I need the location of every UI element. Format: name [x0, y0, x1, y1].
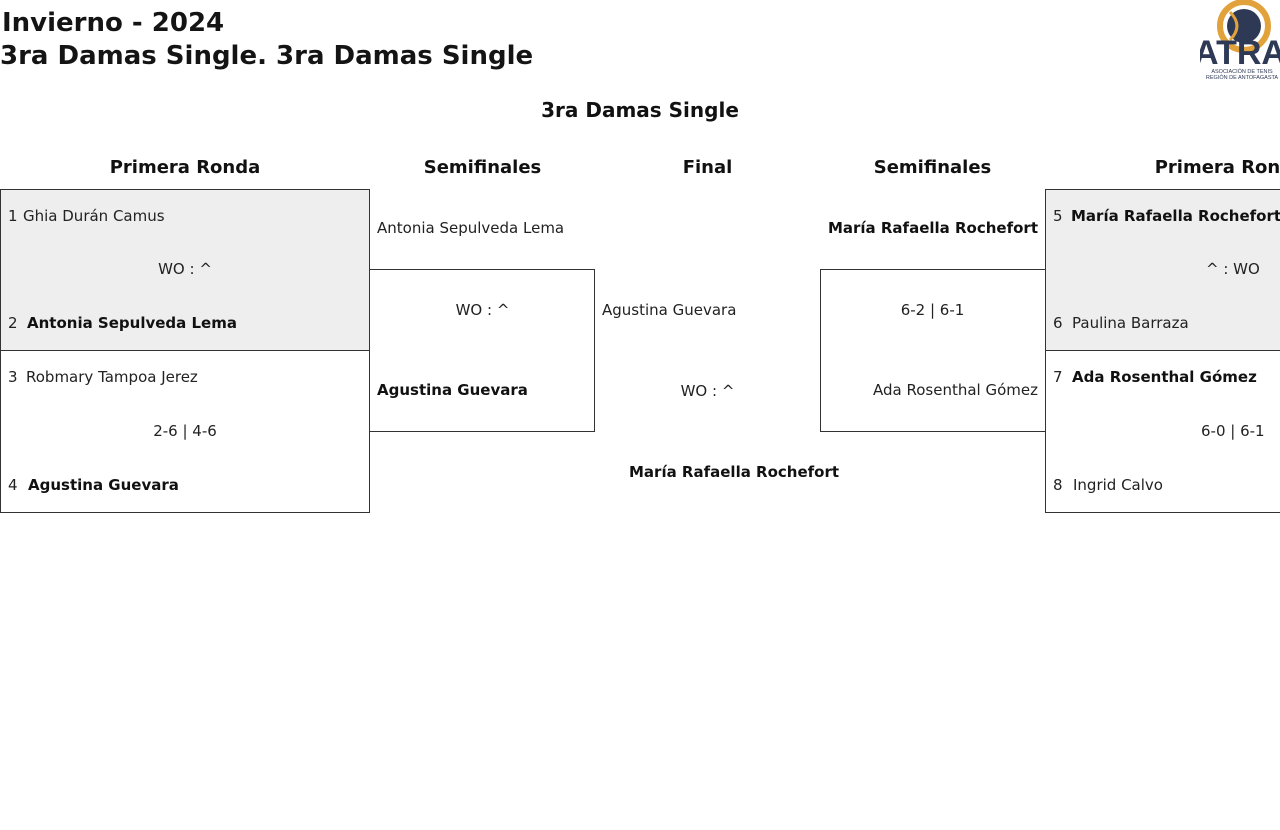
- player-name[interactable]: Antonia Sepulveda Lema: [377, 219, 565, 237]
- player-seed: 1: [8, 207, 18, 225]
- svg-text:REGIÓN DE ANTOFAGASTA: REGIÓN DE ANTOFAGASTA: [1206, 74, 1279, 81]
- svg-text:ASOCIACIÓN DE TENIS: ASOCIACIÓN DE TENIS: [1211, 68, 1273, 75]
- player-name[interactable]: Paulina Barraza: [1072, 314, 1189, 332]
- player-name[interactable]: Ingrid Calvo: [1073, 476, 1163, 494]
- player-seed: 8: [1053, 476, 1063, 494]
- player-seed: 2: [8, 314, 18, 332]
- match-box-left-semi[interactable]: [369, 269, 595, 432]
- atra-logo: ATRA ASOCIACIÓN DE TENIS REGIÓN DE ANTOF…: [1194, 0, 1280, 82]
- player-name-winner[interactable]: María Rafaella Rochefort: [827, 219, 1038, 237]
- event-title: Invierno - 2024: [2, 8, 225, 38]
- player-seed: 4: [8, 476, 18, 494]
- match-box-left-1[interactable]: [0, 189, 370, 351]
- round-header-right-semi: Semifinales: [873, 157, 992, 178]
- round-header-right-first: Primera Ronda: [1154, 157, 1280, 178]
- player-name-winner[interactable]: Agustina Guevara: [377, 381, 528, 399]
- player-name-winner[interactable]: Agustina Guevara: [28, 476, 179, 494]
- match-score: WO : ^: [158, 260, 212, 278]
- player-name-winner[interactable]: Antonia Sepulveda Lema: [27, 314, 237, 332]
- tennis-ball-icon: [1217, 0, 1271, 53]
- player-seed: 3: [8, 368, 18, 386]
- match-score: ^ : WO: [1206, 260, 1260, 278]
- match-box-right-2[interactable]: [1045, 350, 1280, 513]
- player-name-winner[interactable]: Ada Rosenthal Gómez: [1072, 368, 1257, 386]
- player-name[interactable]: Agustina Guevara: [602, 301, 737, 319]
- player-name-winner[interactable]: María Rafaella Rochefort: [1071, 207, 1280, 225]
- player-name[interactable]: Ada Rosenthal Gómez: [873, 381, 1038, 399]
- match-box-right-semi[interactable]: [820, 269, 1046, 432]
- player-name[interactable]: Robmary Tampoa Jerez: [26, 368, 198, 386]
- category-subtitle: 3ra Damas Single. 3ra Damas Single: [0, 41, 534, 71]
- match-score: 2-6 | 4-6: [153, 422, 217, 440]
- player-seed: 5: [1053, 207, 1063, 225]
- match-score: WO : ^: [455, 301, 510, 319]
- match-score: 6-2 | 6-1: [900, 301, 965, 319]
- round-header-left-semi: Semifinales: [423, 157, 542, 178]
- champion-name[interactable]: María Rafaella Rochefort: [629, 463, 840, 481]
- draw-title: 3ra Damas Single: [541, 98, 739, 122]
- round-header-final: Final: [682, 157, 733, 178]
- player-name[interactable]: Ghia Durán Camus: [23, 207, 165, 225]
- match-score: 6-0 | 6-1: [1201, 422, 1265, 440]
- round-header-left-first: Primera Ronda: [109, 157, 261, 178]
- match-score: WO : ^: [680, 382, 735, 400]
- player-seed: 6: [1053, 314, 1063, 332]
- svg-text:ATRA: ATRA: [1200, 34, 1280, 72]
- match-box-right-1[interactable]: [1045, 189, 1280, 351]
- player-seed: 7: [1053, 368, 1063, 386]
